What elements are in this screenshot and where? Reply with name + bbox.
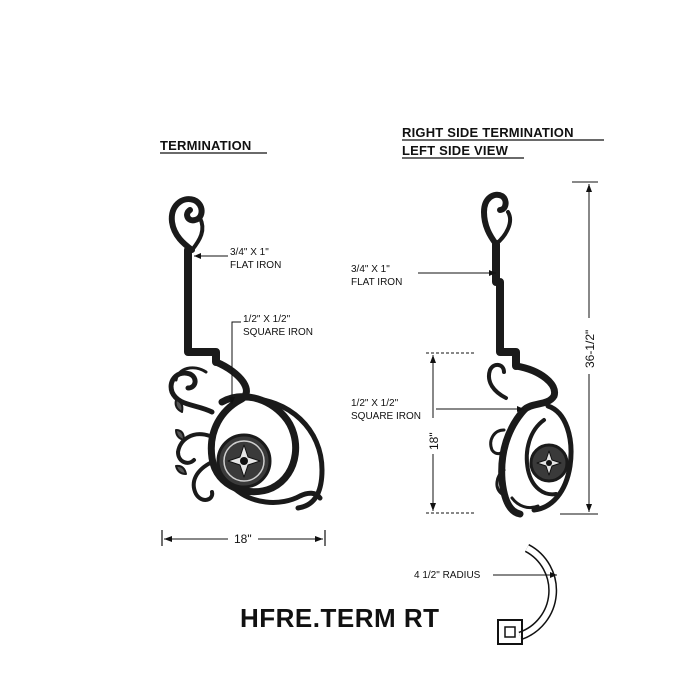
right-view-title-line1: RIGHT SIDE TERMINATION [402,125,574,140]
right-square-iron-size: 1/2" X 1/2" [351,398,399,409]
left-square-iron-leader [229,321,241,404]
left-square-iron-label: SQUARE IRON [243,327,313,338]
left-width-dim: 18" [234,532,252,546]
left-flat-iron-size: 3/4" X 1" [230,247,269,258]
right-height-dim: 36-1/2" [583,330,597,368]
left-square-iron-size: 1/2" X 1/2" [243,314,291,325]
radius-label: 4 1/2" RADIUS [414,570,481,581]
right-lower-dim: 18" [427,432,441,450]
right-termination-ironwork [481,191,574,518]
right-view-title-line2: LEFT SIDE VIEW [402,143,509,158]
right-flat-iron-size: 3/4" X 1" [351,264,390,275]
radius-detail [497,544,558,645]
left-flat-iron-label: FLAT IRON [230,260,281,271]
left-termination-ironwork [168,196,325,511]
product-code: HFRE.TERM RT [240,603,440,633]
right-square-iron-label: SQUARE IRON [351,411,421,422]
left-view-title: TERMINATION [160,138,252,153]
right-flat-iron-label: FLAT IRON [351,277,402,288]
